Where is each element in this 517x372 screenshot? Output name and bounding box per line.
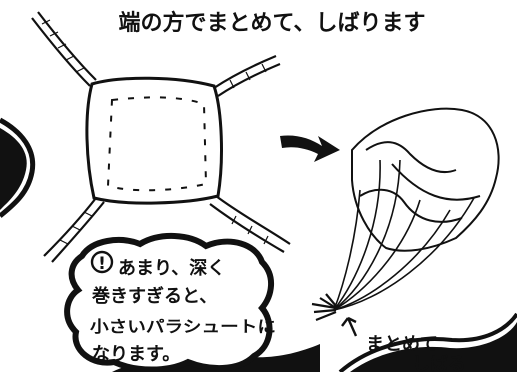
parachute-bundle [351, 107, 500, 252]
callout-line-1: まとめて [366, 334, 438, 355]
up-arrow-icon [341, 316, 358, 337]
parachute-lines [333, 159, 475, 311]
string-twists [41, 19, 269, 245]
warning-line-1: あまり、深く [118, 257, 225, 279]
ink-scribble-bottom-right [350, 322, 517, 372]
ink-scribble-left-outline [0, 117, 36, 218]
warning-line-3: 小さいパラシュートに [90, 317, 276, 336]
warning-line-2: 巻きすぎると、 [91, 285, 217, 307]
right-arrow-icon [280, 135, 340, 162]
ink-scribble-left [0, 128, 27, 210]
tied-knot [311, 293, 337, 322]
fold-dashes [106, 96, 208, 192]
ink-scribble-bottom-right-outline [338, 312, 517, 372]
warning-mark: ! [98, 254, 106, 274]
warning-line-4: なります。 [92, 344, 180, 365]
page-title: 端の方でまとめて、しばります [119, 10, 426, 36]
folded-cloth-square [85, 76, 223, 205]
warning-cloud [64, 232, 274, 372]
warning-exclamation-icon [90, 250, 114, 274]
callout-line-2: しばる [412, 354, 466, 372]
